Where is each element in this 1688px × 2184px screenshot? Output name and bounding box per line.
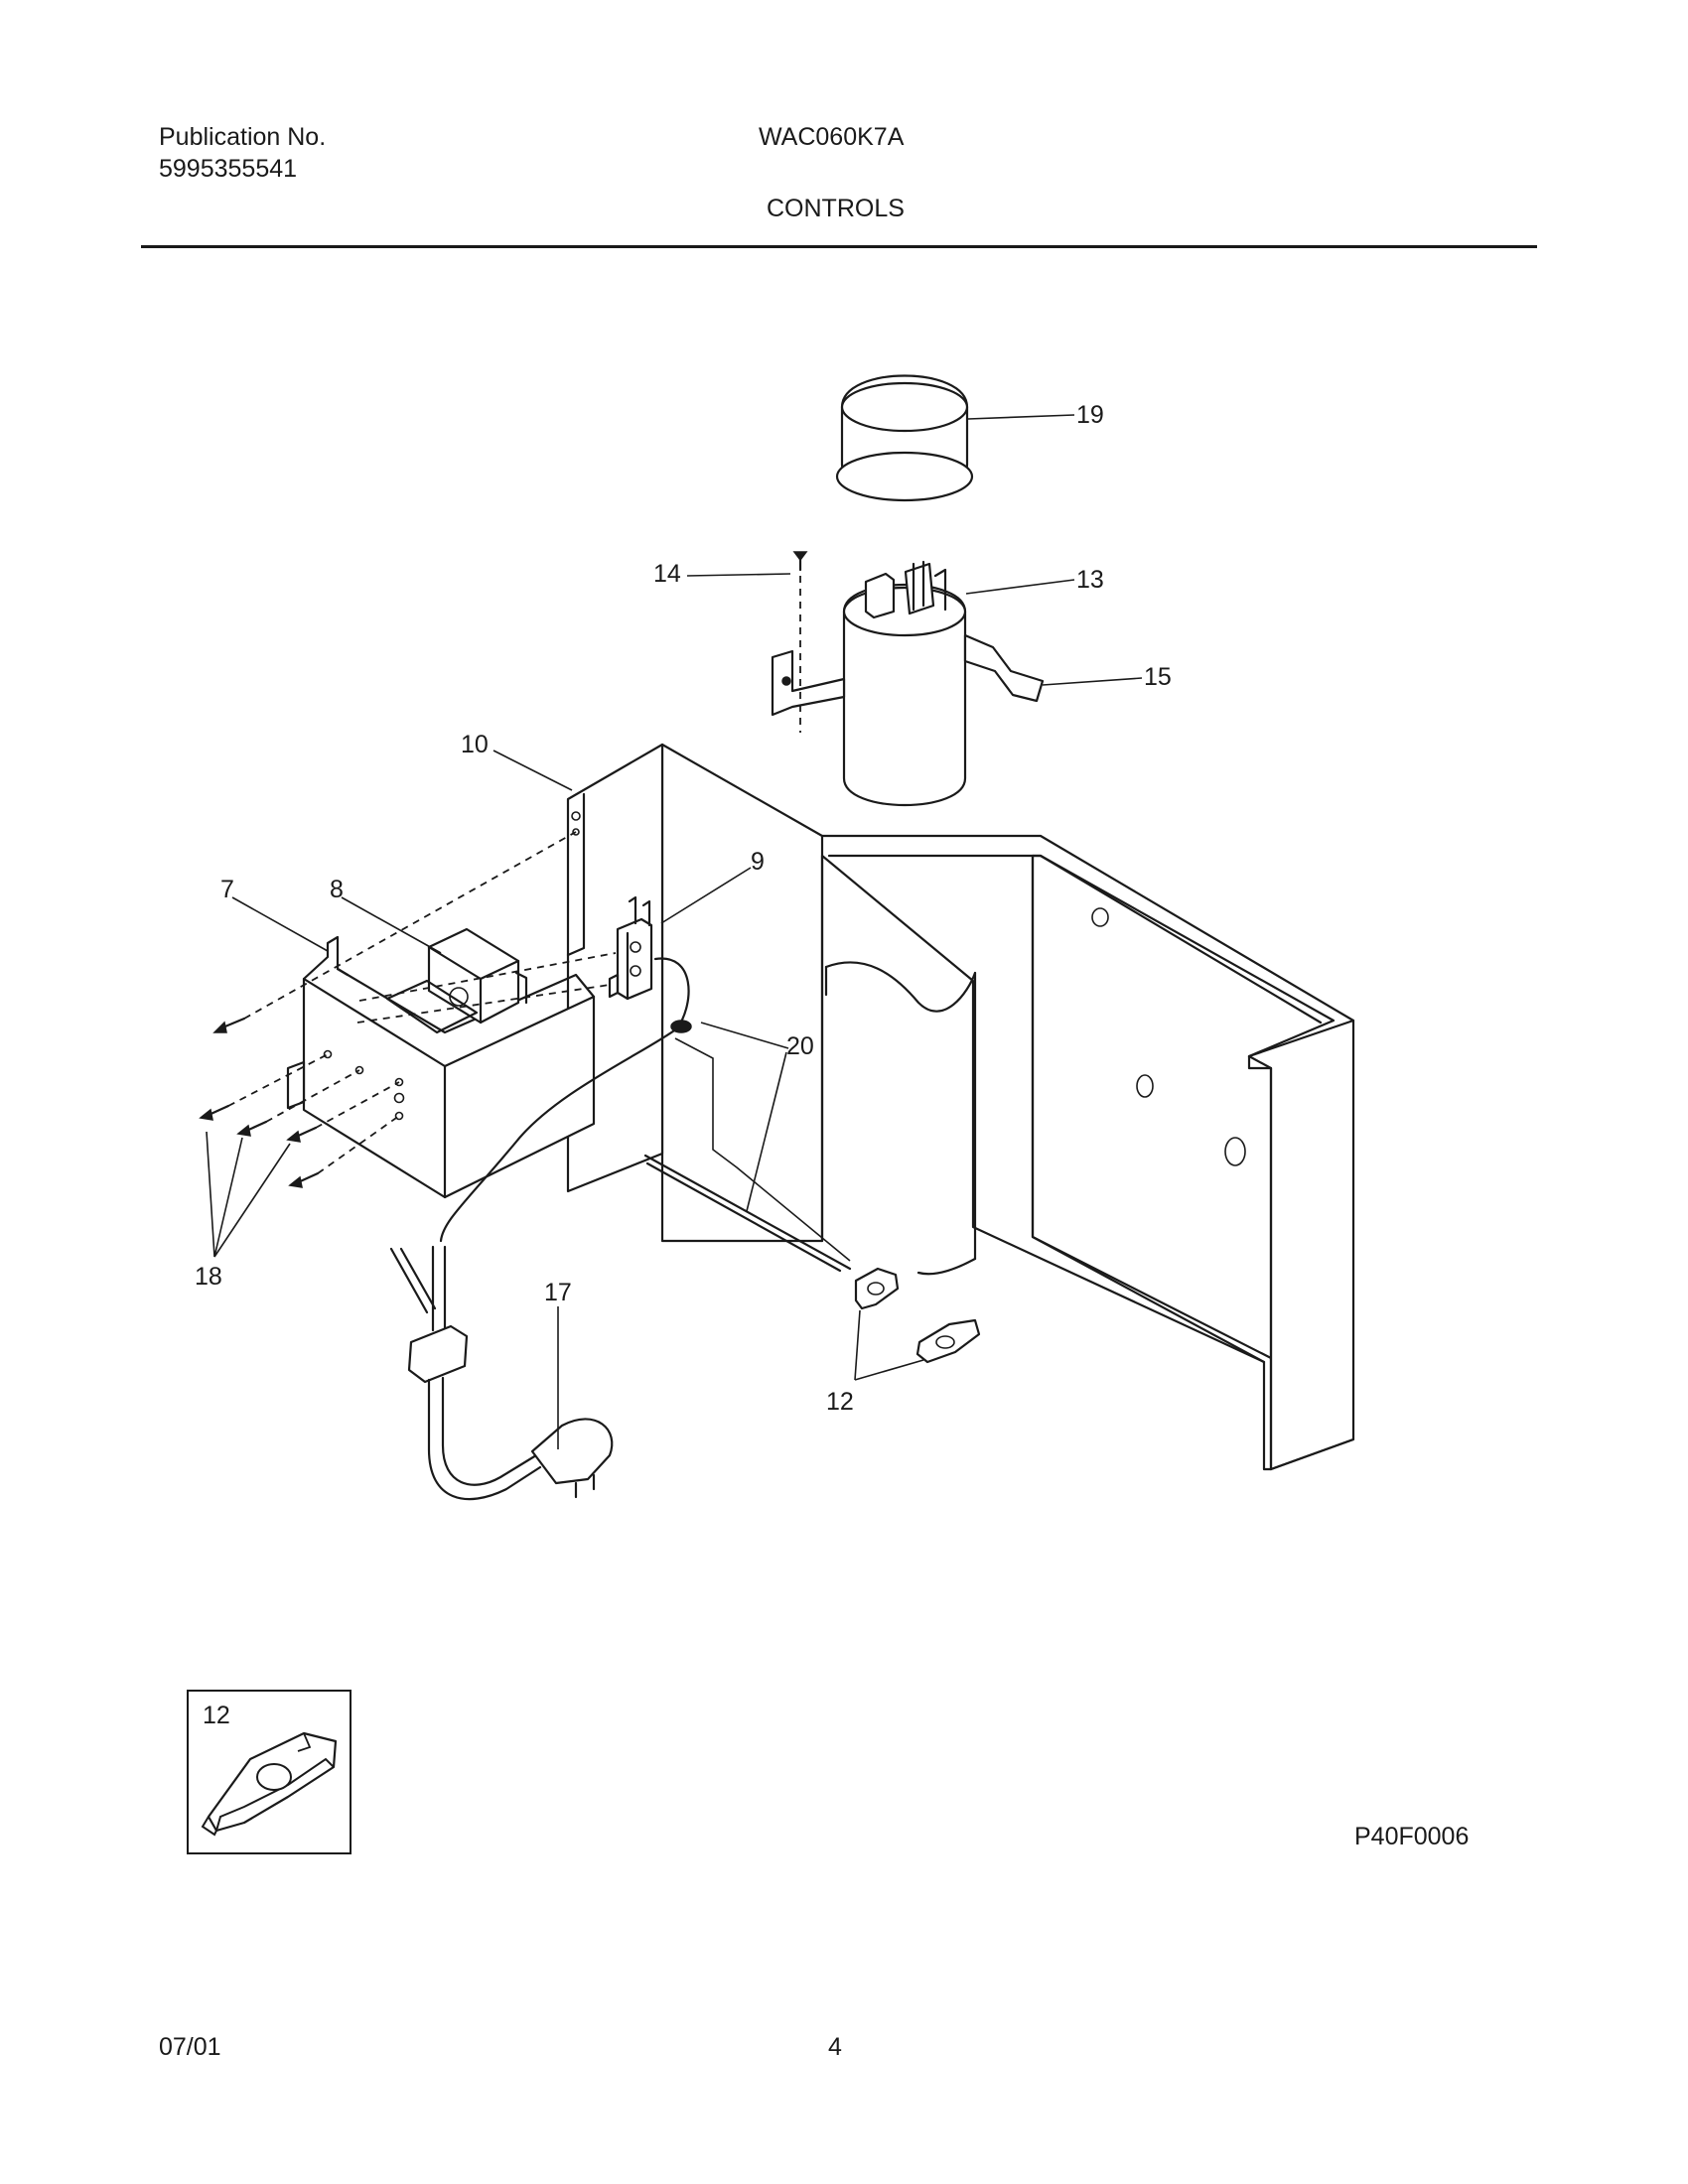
capacitor xyxy=(842,560,967,807)
callout-15: 15 xyxy=(1144,663,1172,691)
header-rule xyxy=(141,245,1537,248)
thermostat-relay xyxy=(608,895,653,1001)
callout-17: 17 xyxy=(544,1279,572,1306)
callout-10: 10 xyxy=(461,731,489,758)
retainer-clip-detail xyxy=(201,1731,337,1836)
control-box xyxy=(286,935,596,1199)
screw xyxy=(792,551,808,733)
power-cord xyxy=(389,1245,614,1501)
callout-13: 13 xyxy=(1076,566,1104,594)
capacitor-cap xyxy=(835,374,974,502)
detail-inset: 12 xyxy=(187,1690,352,1854)
publication-label: Publication No. xyxy=(159,123,327,151)
inset-callout-12: 12 xyxy=(203,1702,230,1729)
callout-19: 19 xyxy=(1076,401,1104,429)
wire-harness xyxy=(439,957,852,1273)
publication-number: 5995355541 xyxy=(159,155,298,183)
callout-12: 12 xyxy=(826,1388,854,1416)
screw xyxy=(212,1017,246,1033)
footer-date: 07/01 xyxy=(159,2033,221,2061)
assembly-lines xyxy=(227,831,617,1174)
page-number: 4 xyxy=(828,2033,842,2061)
retainer-clip xyxy=(915,1318,981,1364)
screw xyxy=(199,1104,320,1188)
control-panel-bracket xyxy=(660,743,1355,1471)
callout-9: 9 xyxy=(751,848,765,876)
figure-id: P40F0006 xyxy=(1354,1823,1470,1850)
model-number: WAC060K7A xyxy=(759,123,905,151)
leader-lines xyxy=(206,414,1143,1449)
retainer-clip xyxy=(854,1267,900,1310)
callout-7: 7 xyxy=(220,876,234,903)
callout-8: 8 xyxy=(330,876,344,903)
rotary-switch xyxy=(385,927,528,1034)
callout-18: 18 xyxy=(195,1263,222,1291)
callout-20: 20 xyxy=(786,1032,814,1060)
callout-14: 14 xyxy=(653,560,681,588)
capacitor-strap xyxy=(771,633,1045,717)
section-title: CONTROLS xyxy=(767,195,905,222)
